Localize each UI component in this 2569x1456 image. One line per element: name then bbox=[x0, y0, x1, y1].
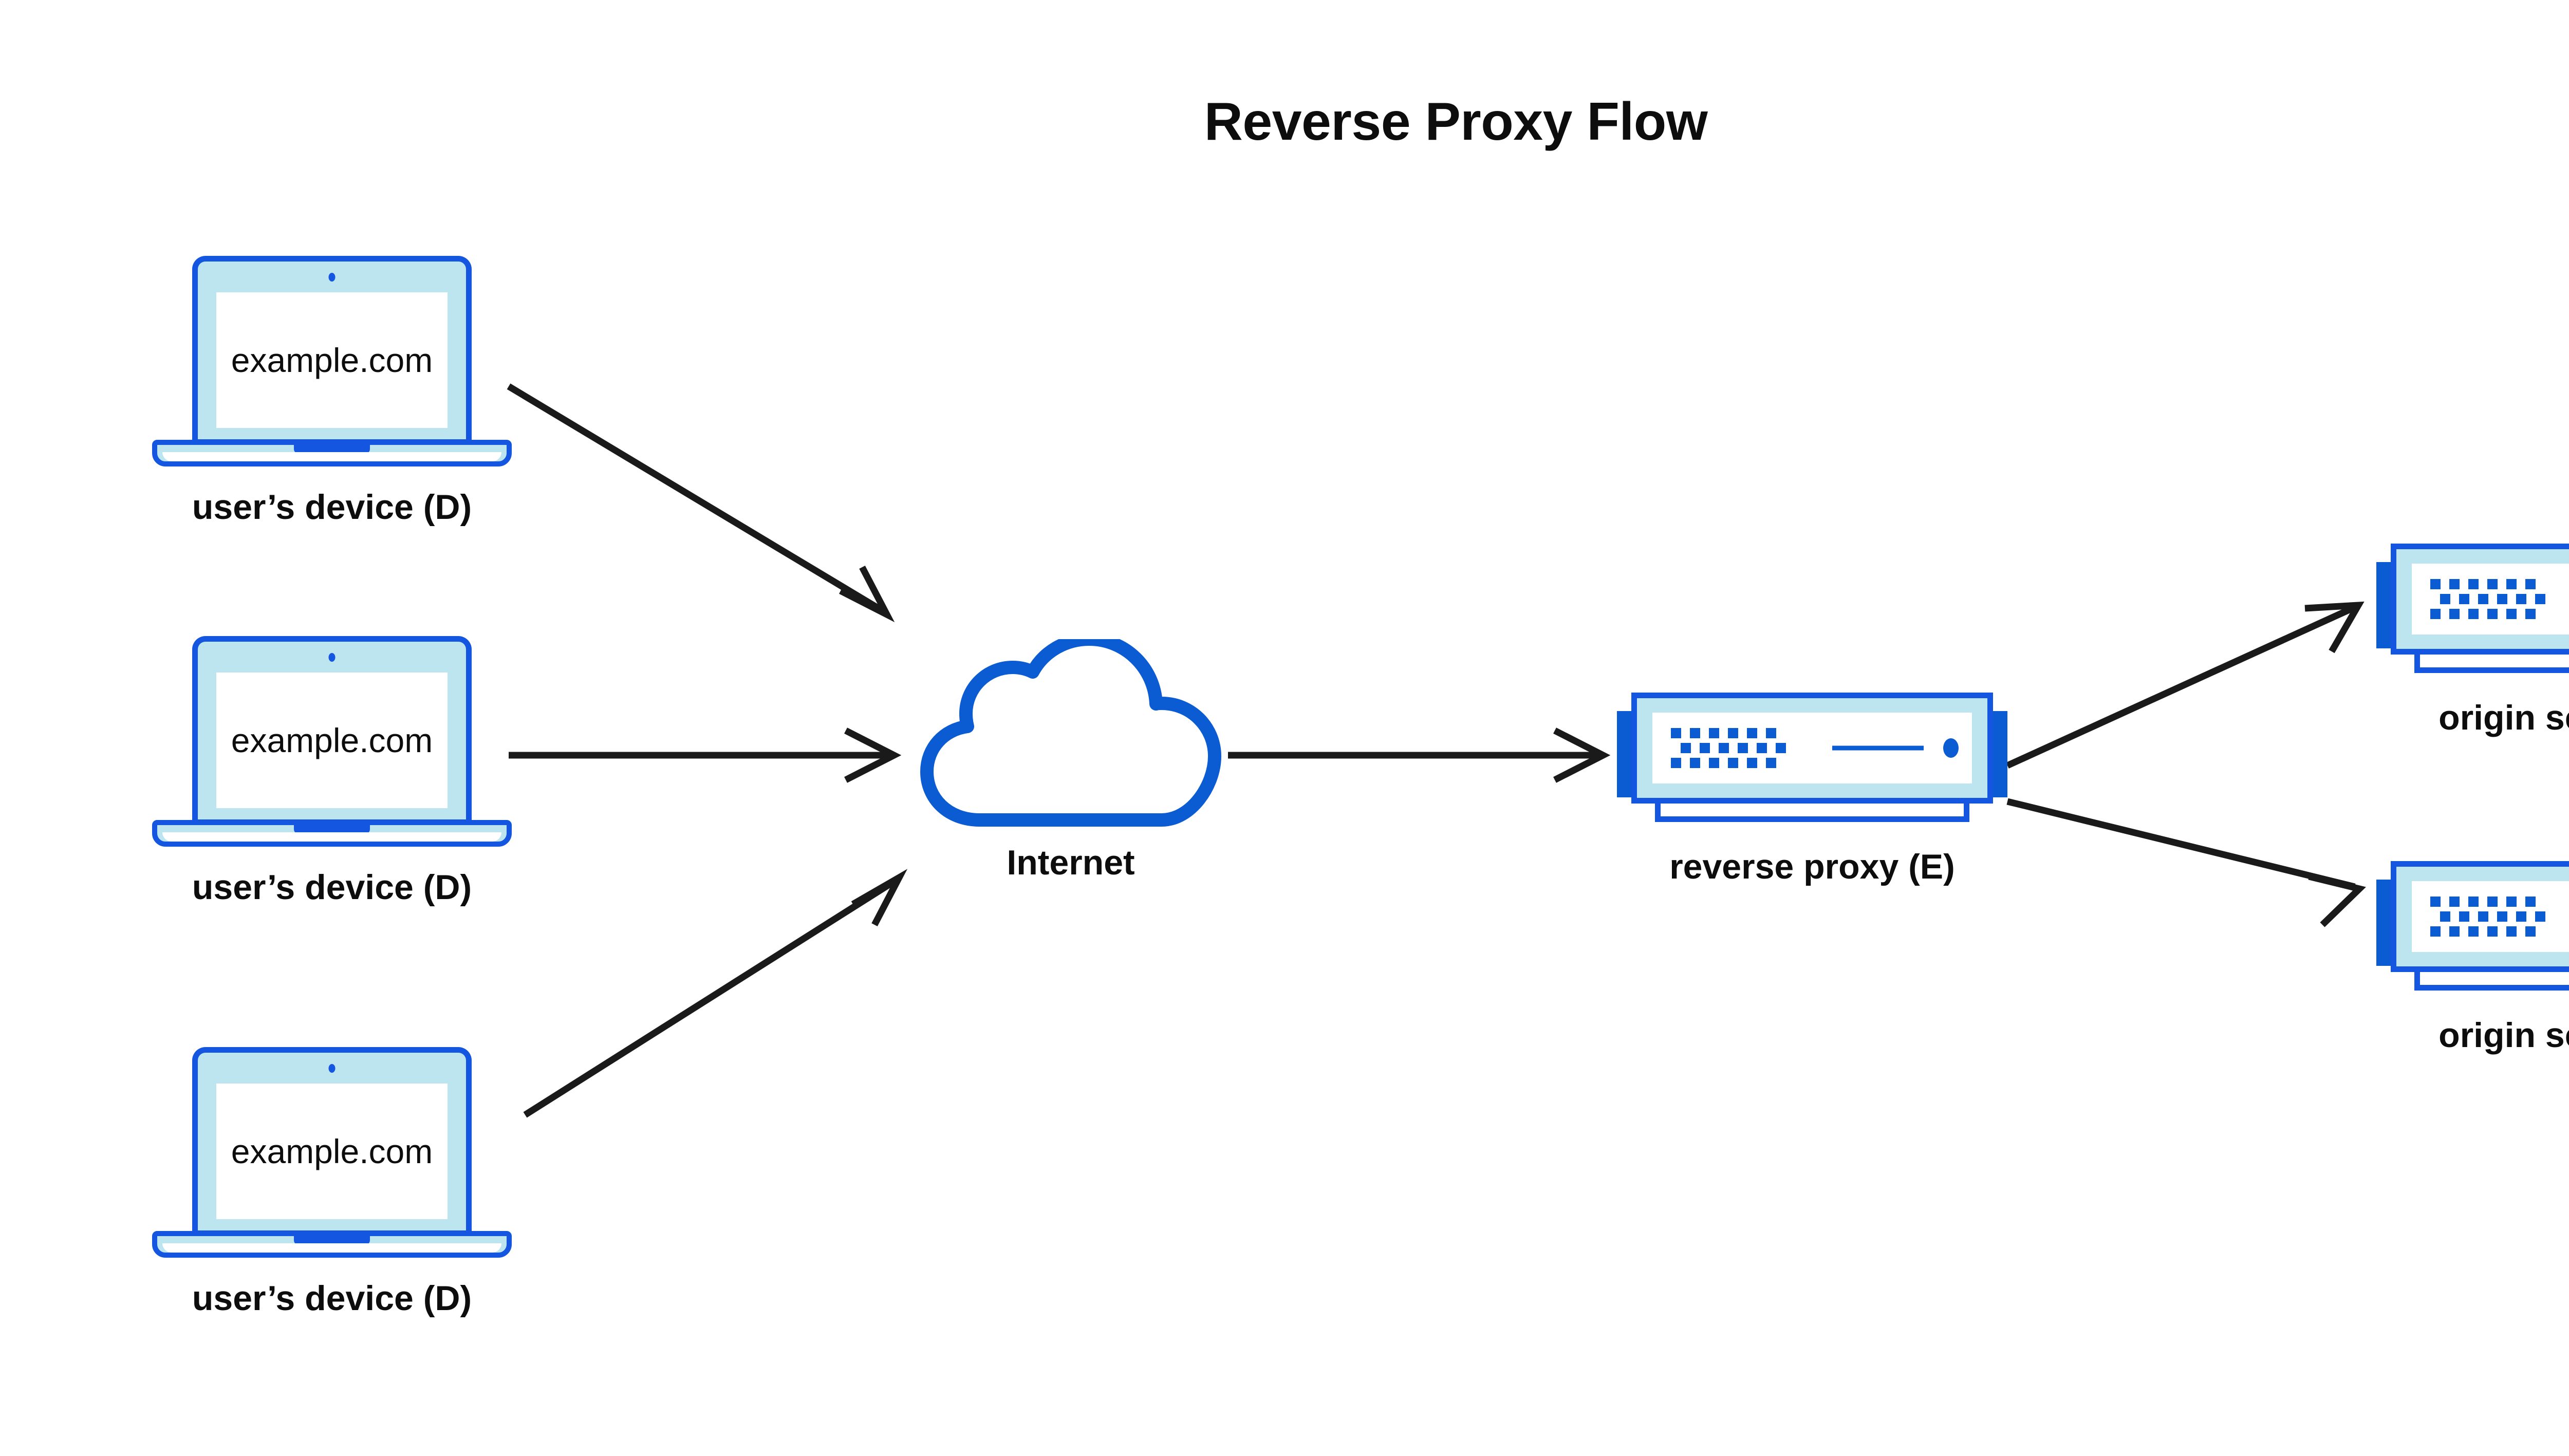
server-chassis bbox=[2391, 861, 2569, 972]
laptop-notch bbox=[294, 445, 370, 454]
edge-internet-to-proxy bbox=[1228, 727, 1611, 783]
server-vent-grid bbox=[2430, 897, 2545, 937]
node-label-origin-server-2: origin server (F) bbox=[2438, 1016, 2569, 1055]
server-icon bbox=[2376, 847, 2569, 1001]
screen-url-text: example.com bbox=[231, 341, 433, 379]
node-user-device-2[interactable]: example.com user’s device (D) bbox=[152, 636, 512, 924]
node-label-origin-server-1: origin server (F) bbox=[2438, 698, 2569, 737]
edge-proxy-to-origin2 bbox=[2006, 798, 2366, 927]
laptop-lid: example.com bbox=[192, 636, 472, 825]
laptop-screen: example.com bbox=[216, 673, 448, 808]
server-vent-row bbox=[2430, 609, 2545, 619]
node-origin-server-1[interactable]: origin server (F) bbox=[2376, 529, 2569, 755]
server-vent-row bbox=[1671, 728, 1786, 738]
server-vent-row bbox=[2430, 926, 2545, 937]
server-chassis bbox=[1631, 693, 1993, 804]
laptop-icon: example.com bbox=[152, 256, 512, 472]
camera-dot-icon bbox=[328, 273, 336, 282]
node-reverse-proxy[interactable]: reverse proxy (E) bbox=[1617, 678, 2007, 904]
laptop-base-inner bbox=[162, 1243, 501, 1253]
server-vent-grid bbox=[1671, 728, 1786, 768]
node-label-user-device-1: user’s device (D) bbox=[192, 488, 472, 527]
laptop-lid: example.com bbox=[192, 256, 472, 445]
server-vent-row bbox=[2440, 594, 2545, 604]
laptop-base bbox=[152, 820, 512, 847]
server-vent-row bbox=[2440, 911, 2545, 922]
edge-proxy-to-origin1 bbox=[2006, 601, 2365, 769]
page-title: Reverse Proxy Flow bbox=[1204, 92, 1708, 152]
laptop-base-inner bbox=[162, 452, 501, 461]
laptop-icon: example.com bbox=[152, 1047, 512, 1263]
server-face bbox=[2412, 881, 2569, 952]
server-chassis bbox=[2391, 544, 2569, 655]
node-label-user-device-2: user’s device (D) bbox=[192, 868, 472, 907]
laptop-icon: example.com bbox=[152, 636, 512, 852]
node-internet[interactable]: Internet bbox=[917, 639, 1225, 896]
node-origin-server-2[interactable]: origin server (F) bbox=[2376, 847, 2569, 1073]
screen-url-text: example.com bbox=[231, 721, 433, 759]
server-led-icon bbox=[1943, 738, 1959, 758]
cloud-icon bbox=[920, 639, 1221, 827]
laptop-base-inner bbox=[162, 832, 501, 842]
camera-dot-icon bbox=[328, 1064, 336, 1073]
laptop-base bbox=[152, 1231, 512, 1258]
server-vent-row bbox=[2430, 897, 2545, 907]
laptop-base bbox=[152, 440, 512, 466]
server-slot-bar bbox=[1832, 745, 1924, 751]
node-user-device-3[interactable]: example.com user’s device (D) bbox=[152, 1047, 512, 1335]
laptop-screen: example.com bbox=[216, 1084, 448, 1219]
node-user-device-1[interactable]: example.com user’s device (D) bbox=[152, 256, 512, 544]
laptop-lid: example.com bbox=[192, 1047, 472, 1236]
server-vent-row bbox=[1681, 743, 1786, 753]
node-label-reverse-proxy: reverse proxy (E) bbox=[1669, 847, 1955, 886]
laptop-notch bbox=[294, 1236, 370, 1245]
server-face bbox=[1652, 713, 1972, 783]
edge-client1-to-internet bbox=[507, 383, 895, 623]
edge-client2-to-internet bbox=[509, 727, 902, 783]
server-icon bbox=[1617, 678, 2007, 832]
laptop-screen: example.com bbox=[216, 292, 448, 428]
camera-dot-icon bbox=[328, 653, 336, 662]
edge-client3-to-internet bbox=[523, 869, 908, 1118]
node-label-internet: Internet bbox=[1007, 843, 1135, 882]
node-label-user-device-3: user’s device (D) bbox=[192, 1279, 472, 1318]
server-vent-row bbox=[2430, 579, 2545, 589]
server-vent-grid bbox=[2430, 579, 2545, 619]
server-face bbox=[2412, 564, 2569, 634]
server-vent-row bbox=[1671, 758, 1786, 768]
screen-url-text: example.com bbox=[231, 1132, 433, 1170]
server-icon bbox=[2376, 529, 2569, 683]
laptop-notch bbox=[294, 825, 370, 834]
